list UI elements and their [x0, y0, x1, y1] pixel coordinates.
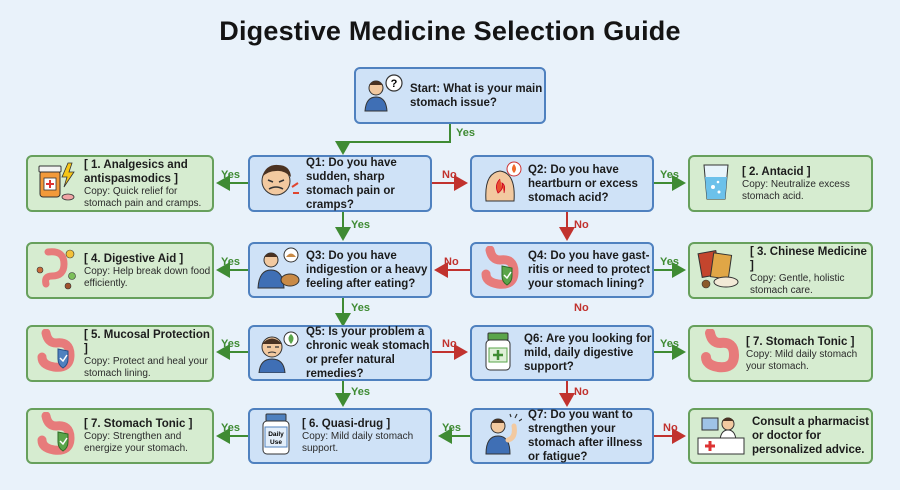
result-consult: Consult a pharmacist or doctor for perso… — [688, 408, 873, 464]
no-label: No — [574, 302, 589, 314]
svg-text:?: ? — [391, 78, 398, 90]
result-copy: Copy: Quick relief for stomach pain and … — [84, 185, 202, 209]
question-text: Q3: Do you have indigestion or a heavy f… — [306, 250, 428, 290]
question-q3: Q3: Do you have indigestion or a heavy f… — [248, 242, 432, 298]
no-label: No — [574, 386, 589, 398]
result-copy: Copy: Gentle, holistic stomach care. — [750, 272, 845, 296]
result-digestive-aid: [ 4. Digestive Aid ]Copy: Help break dow… — [26, 242, 214, 299]
yes-label: Yes — [456, 127, 475, 139]
start-text: Start: What is your main stomach issue? — [410, 82, 543, 109]
question-q7: Q7: Do you want to strengthen your stoma… — [470, 408, 654, 464]
result-copy: Copy: Neutralize excess stomach acid. — [742, 178, 850, 202]
bottle-label-text: Daily — [268, 431, 284, 438]
result-title: [ 3. Chinese Medicine ] — [750, 245, 867, 272]
stomach-shield-icon — [34, 328, 78, 378]
yes-label: Yes — [660, 256, 679, 268]
yes-label: Yes — [351, 302, 370, 314]
question-q2: Q2: Do you have heartburn or excess stom… — [470, 155, 654, 212]
result-title: [ 6. Quasi-drug ] — [302, 418, 391, 430]
confused-person-icon: ? — [362, 73, 404, 118]
question-q4: Q4: Do you have gast-ritis or need to pr… — [470, 242, 654, 298]
result-stomach-tonic-b: [ 7. Stomach Tonic ]Copy: Strengthen and… — [26, 408, 214, 464]
daily-use-bottle-icon: Daily Use — [256, 411, 296, 462]
question-text: Q1: Do you have sudden, sharp stomach pa… — [306, 156, 397, 211]
result-antacid: [ 2. Antacid ]Copy: Neutralize excess st… — [688, 155, 873, 212]
start-node: ? Start: What is your main stomach issue… — [354, 67, 546, 124]
no-label: No — [663, 422, 678, 434]
result-title: [ 5. Mucosal Protection ] — [84, 328, 210, 355]
flexing-person-icon — [478, 412, 523, 461]
stomach-shield-icon — [34, 411, 78, 461]
herbal-packets-icon — [696, 246, 744, 295]
result-stomach-tonic-a: [ 7. Stomach Tonic ]Copy: Mild daily sto… — [688, 325, 873, 382]
result-title: [ 7. Stomach Tonic ] — [84, 418, 193, 430]
question-q6: Q6: Are you looking for mild, daily dige… — [470, 325, 654, 381]
yes-label: Yes — [221, 256, 240, 268]
no-label: No — [442, 169, 457, 181]
pained-face-icon — [256, 159, 300, 208]
question-text: Q4: Do you have gast-ritis or need to pr… — [528, 250, 651, 290]
yes-label: Yes — [221, 338, 240, 350]
consult-text: Consult a pharmacist or doctor for perso… — [752, 416, 869, 456]
tired-herb-person-icon — [256, 329, 300, 378]
question-text: Q7: Do you want to strengthen your stoma… — [528, 409, 643, 463]
heartburn-torso-icon — [478, 159, 522, 208]
question-text: Q5: Is your problem a chronic weak stoma… — [306, 326, 430, 380]
result-title: [ 7. Stomach Tonic ] — [746, 335, 855, 348]
result-copy: Copy: Strengthen and energize your stoma… — [84, 431, 188, 454]
question-q1: Q1: Do you have sudden, sharp stomach pa… — [248, 155, 432, 212]
yes-label: Yes — [221, 422, 240, 434]
yes-label: Yes — [660, 338, 679, 350]
result-title: [ 2. Antacid ] — [742, 165, 811, 178]
pharmacist-counter-icon — [696, 412, 746, 461]
no-label: No — [442, 338, 457, 350]
result-copy: Copy: Protect and heal your stomach lini… — [84, 355, 208, 379]
yes-label: Yes — [351, 219, 370, 231]
no-label: No — [574, 219, 589, 231]
result-analgesics: [ 1. Analgesics and antispasmodics ]Copy… — [26, 155, 214, 212]
arrow-start-q1 — [335, 124, 451, 155]
yes-label: Yes — [660, 169, 679, 181]
result-copy: Copy: Mild daily stomach support. — [302, 431, 414, 454]
result-copy: Copy: Mild daily stomach your stomach. — [746, 348, 858, 372]
stomach-icon — [696, 328, 740, 378]
question-text: Q6: Are you looking for mild, daily dige… — [524, 333, 652, 373]
svg-text:Use: Use — [270, 439, 282, 446]
question-text: Q2: Do you have heartburn or excess stom… — [528, 163, 638, 204]
page-title: Digestive Medicine Selection Guide — [219, 16, 681, 46]
stomach-shield-icon — [478, 245, 522, 295]
supplement-bottle-icon — [478, 329, 518, 378]
full-meal-person-icon — [256, 246, 300, 295]
yes-label: Yes — [442, 422, 461, 434]
result-mucosal-protection: [ 5. Mucosal Protection ]Copy: Protect a… — [26, 325, 214, 382]
water-glass-icon — [696, 159, 736, 208]
digestion-icon — [34, 246, 78, 295]
result-title: [ 4. Digestive Aid ] — [84, 252, 184, 265]
question-q5: Q5: Is your problem a chronic weak stoma… — [248, 325, 432, 381]
pill-bottle-lightning-icon — [34, 159, 78, 208]
result-copy: Copy: Help break down food efficiently. — [84, 265, 211, 289]
result-chinese-medicine: [ 3. Chinese Medicine ]Copy: Gentle, hol… — [688, 242, 873, 299]
yes-label: Yes — [351, 386, 370, 398]
yes-label: Yes — [221, 169, 240, 181]
no-label: No — [444, 256, 459, 268]
result-quasi-drug: Daily Use [ 6. Quasi-drug ]Copy: Mild da… — [248, 408, 432, 464]
result-title: [ 1. Analgesics and antispasmodics ] — [84, 158, 188, 185]
